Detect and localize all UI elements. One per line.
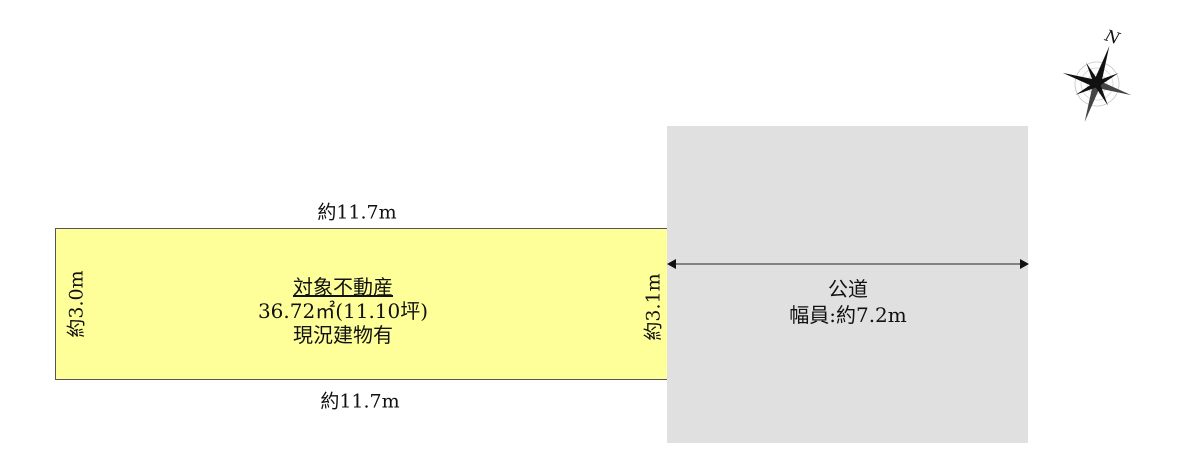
left-width-label: 約3.0m [65,270,88,338]
road-width: 幅員:約7.2m [789,303,907,327]
road-width-arrow [667,259,1029,269]
right-width-label: 約3.1m [642,273,665,341]
subject-property-lot [55,228,668,380]
top-length-label: 約11.7m [317,201,397,224]
lot-status: 現況建物有 [293,323,393,347]
bottom-length-label: 約11.7m [320,390,400,413]
public-road [667,126,1028,443]
road-name: 公道 [827,277,868,301]
compass-rose-icon: N [1062,26,1132,123]
lot-title: 対象不動産 [293,275,393,299]
road-info: 公道 幅員:約7.2m [789,276,907,328]
lot-info: 対象不動産 36.72㎡(11.10坪) 現況建物有 [258,275,428,347]
compass-north-label: N [1102,26,1123,48]
lot-area: 36.72㎡(11.10坪) [257,299,429,323]
